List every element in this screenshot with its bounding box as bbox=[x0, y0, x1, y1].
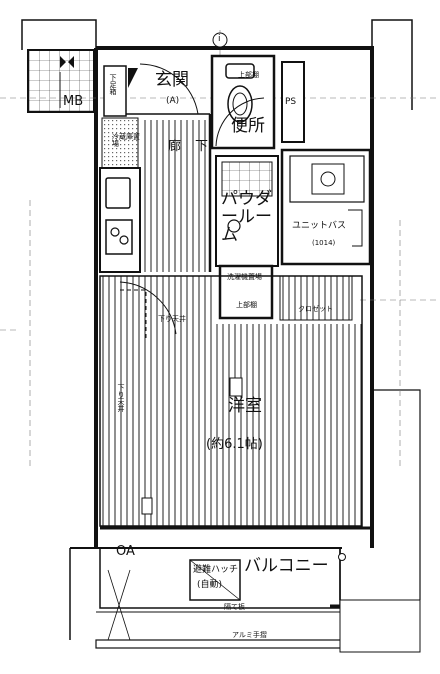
washer-upper-label: 上部棚 bbox=[236, 301, 257, 309]
evac-hatch-label: 避難ハッチ bbox=[193, 565, 239, 575]
ps-shaft bbox=[281, 61, 305, 143]
fridge-space-label: 冷蔵庫置場 bbox=[112, 133, 140, 148]
rail-label: アルミ手摺 bbox=[232, 631, 267, 639]
entrance-label: 玄関 bbox=[155, 70, 189, 90]
shoe-storage-label: 下足箱 bbox=[109, 74, 117, 95]
balcony-label: バルコニー bbox=[244, 556, 329, 576]
north-label: i bbox=[218, 34, 221, 44]
evac-hatch-auto-label: (自動) bbox=[197, 580, 223, 590]
room-label: 洋室 bbox=[228, 396, 262, 416]
kitchen-counter bbox=[99, 167, 141, 273]
room-size-label: (約6.1帖) bbox=[206, 437, 263, 452]
unit-bath-size-label: (1014) bbox=[312, 239, 336, 247]
balcony bbox=[69, 547, 421, 653]
lower-ceiling-label-2: 下り天井 bbox=[117, 384, 125, 412]
unit-bath-label: ユニットバス bbox=[292, 221, 347, 231]
closet bbox=[279, 275, 353, 321]
powder-room-label: パウダールーム bbox=[221, 189, 272, 245]
upper-cabinet-label: 上部棚 bbox=[238, 71, 259, 79]
entrance-level-label: (A) bbox=[166, 96, 180, 106]
mb-area bbox=[27, 49, 95, 113]
corridor-floor bbox=[142, 120, 210, 272]
unit-bath bbox=[280, 148, 372, 266]
lower-ceiling-label-1: 下り天井 bbox=[158, 315, 186, 323]
fridge-area bbox=[101, 117, 139, 169]
closet-label: クロゼット bbox=[298, 305, 333, 313]
powder-room bbox=[215, 155, 279, 267]
main-room bbox=[99, 275, 372, 530]
oa-label: OA bbox=[116, 544, 135, 559]
washer-area bbox=[218, 264, 274, 320]
corridor-label: 廊下 bbox=[168, 139, 223, 154]
washer-space-label: 洗濯機置場 bbox=[227, 273, 262, 281]
outer-walls bbox=[21, 19, 421, 600]
toilet-label: 便所 bbox=[231, 116, 265, 136]
north-marker bbox=[212, 32, 228, 48]
toilet-room bbox=[210, 54, 276, 150]
mb-label: MB bbox=[63, 94, 84, 109]
divider-label: 隔て板 bbox=[224, 603, 245, 611]
entrance-area bbox=[103, 63, 210, 117]
ps-label: PS bbox=[285, 97, 297, 107]
